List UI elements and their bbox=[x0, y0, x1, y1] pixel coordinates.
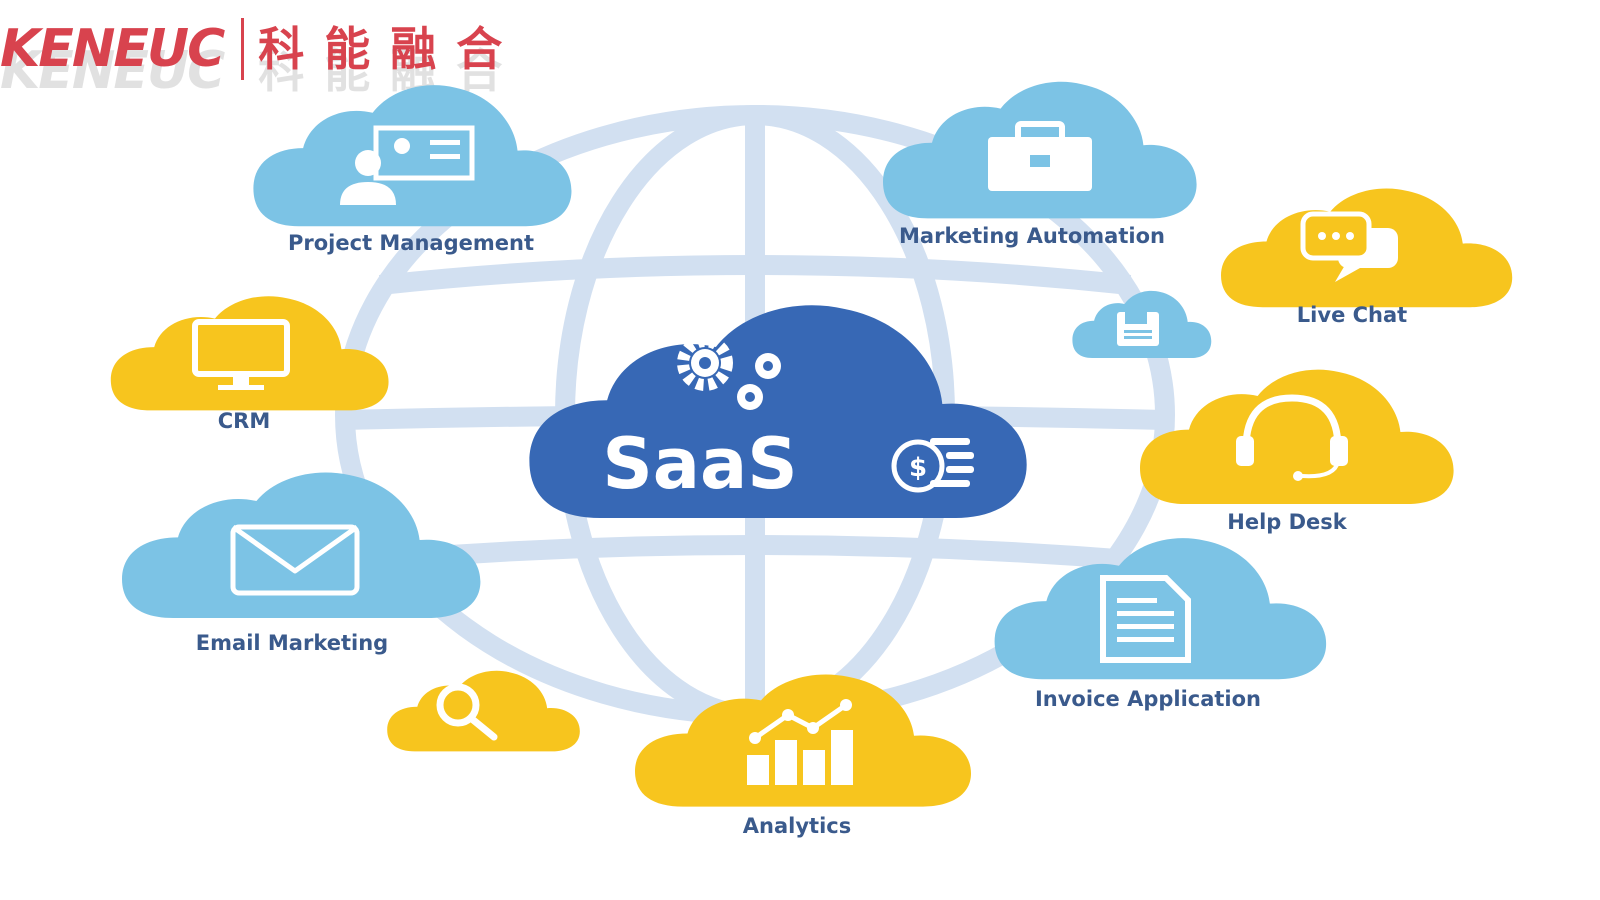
node-email-marketing: Email Marketing bbox=[122, 472, 481, 655]
headset-icon bbox=[1236, 394, 1348, 481]
node-label: Invoice Application bbox=[1035, 687, 1261, 711]
node-label: Project Management bbox=[288, 231, 534, 255]
svg-text:$: $ bbox=[909, 453, 927, 483]
node-label: Analytics bbox=[743, 814, 851, 838]
node-invoice-application: Invoice Application bbox=[994, 538, 1327, 711]
node-label: CRM bbox=[218, 409, 270, 433]
gears-icon bbox=[677, 335, 781, 410]
bar-chart-icon bbox=[747, 699, 853, 785]
cloud-search bbox=[387, 670, 580, 752]
coins-icon: $ bbox=[891, 438, 974, 493]
brand-name-en: KENEUC bbox=[0, 19, 225, 79]
node-label: Marketing Automation bbox=[899, 224, 1165, 248]
floppy-disk-icon bbox=[1117, 312, 1159, 346]
node-marketing-automation: Marketing Automation bbox=[883, 81, 1197, 248]
node-crm: CRM bbox=[110, 296, 389, 433]
node-label: Help Desk bbox=[1227, 510, 1348, 534]
presenter-board-icon bbox=[340, 125, 475, 205]
monitor-icon bbox=[192, 319, 290, 390]
saas-label: SaaS bbox=[602, 423, 797, 505]
node-analytics: Analytics bbox=[635, 674, 971, 838]
central-saas-cloud: SaaS $ bbox=[529, 305, 1027, 518]
document-icon bbox=[1100, 575, 1191, 663]
chat-bubbles-icon bbox=[1300, 211, 1398, 282]
node-help-desk: Help Desk bbox=[1140, 369, 1454, 534]
brand-logo: KENEUC 科能融合 bbox=[0, 14, 522, 84]
node-label: Email Marketing bbox=[196, 631, 388, 655]
briefcase-icon bbox=[988, 121, 1092, 191]
cloud-save bbox=[1072, 290, 1212, 358]
magnifier-icon bbox=[436, 683, 498, 741]
brand-name-cn: 科能融合 bbox=[258, 22, 523, 76]
envelope-icon bbox=[230, 524, 360, 596]
node-live-chat: Live Chat bbox=[1221, 188, 1513, 327]
brand-divider bbox=[241, 18, 245, 80]
node-label: Live Chat bbox=[1297, 303, 1407, 327]
node-project-management: Project Management bbox=[253, 85, 572, 255]
